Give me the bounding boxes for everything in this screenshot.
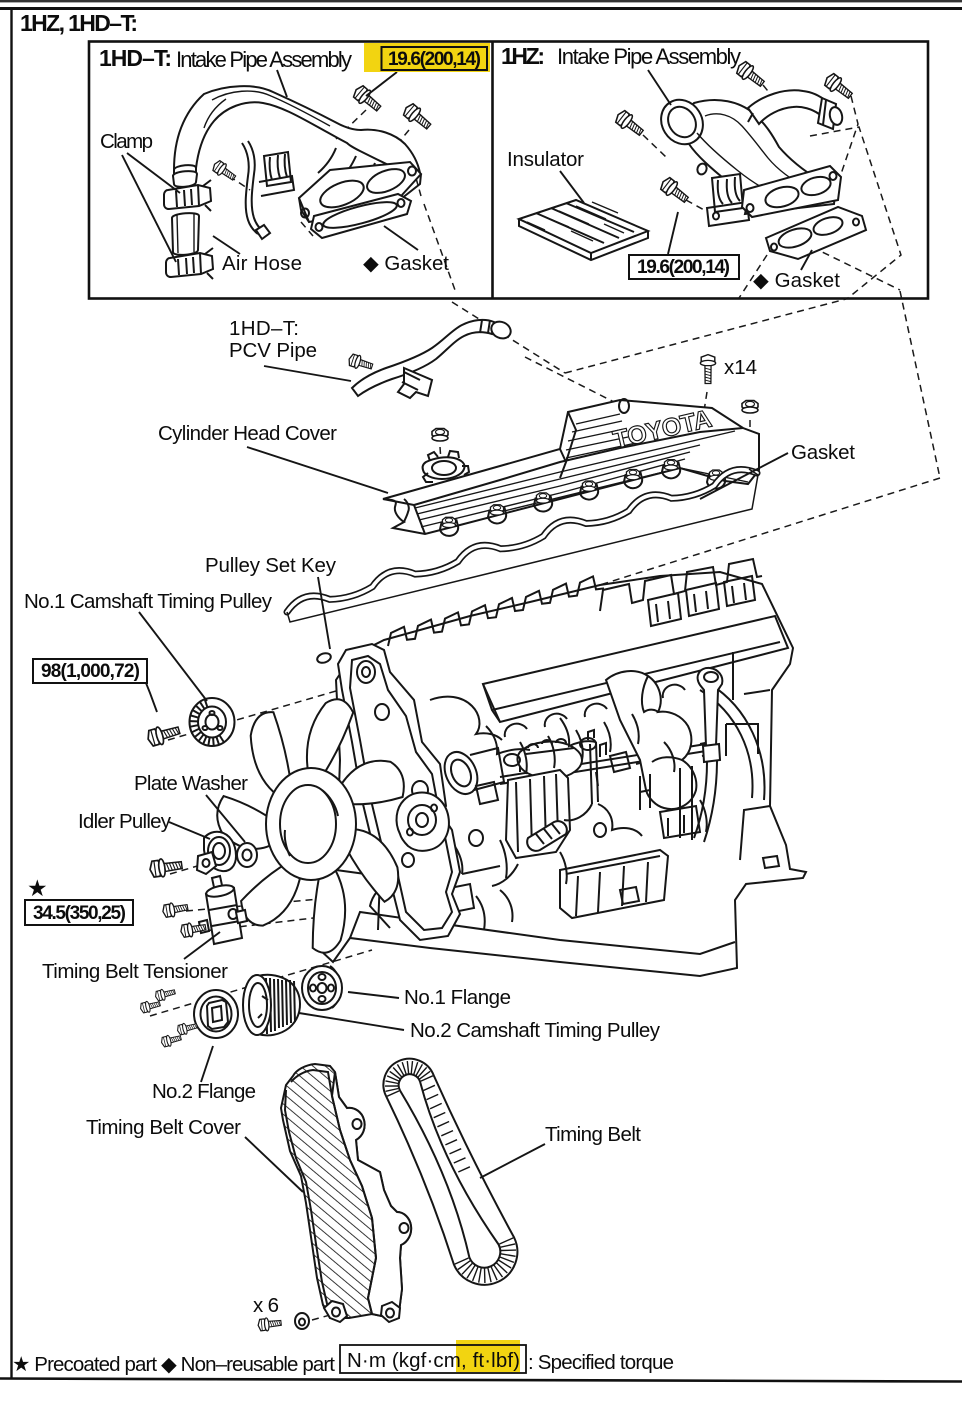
svg-text:Clamp: Clamp <box>100 130 153 153</box>
svg-text:19.6(200,14): 19.6(200,14) <box>637 257 730 278</box>
svg-text:No.1 Camshaft Timing Pulley: No.1 Camshaft Timing Pulley <box>24 590 273 613</box>
svg-text:Gasket: Gasket <box>791 441 855 464</box>
svg-text:No.2 Camshaft Timing Pulley: No.2 Camshaft Timing Pulley <box>410 1019 661 1042</box>
svg-text:Plate Washer: Plate Washer <box>134 772 248 795</box>
svg-text:Timing Belt Cover: Timing Belt Cover <box>86 1116 241 1139</box>
svg-text:Timing Belt: Timing Belt <box>545 1123 641 1146</box>
svg-text:◆ Gasket: ◆ Gasket <box>363 252 449 275</box>
svg-text:Intake Pipe Assembly: Intake Pipe Assembly <box>557 44 741 69</box>
svg-text:◆ Gasket: ◆ Gasket <box>753 269 840 292</box>
svg-text:1HZ, 1HD–T:: 1HZ, 1HD–T: <box>20 10 138 36</box>
svg-text:34.5(350,25): 34.5(350,25) <box>33 903 126 924</box>
svg-text:Intake Pipe Assembly: Intake Pipe Assembly <box>176 47 352 72</box>
svg-text:98(1,000,72): 98(1,000,72) <box>41 661 140 682</box>
svg-text:★: ★ <box>27 875 48 901</box>
svg-text:x14: x14 <box>724 356 757 379</box>
svg-text:Idler Pulley: Idler Pulley <box>78 810 172 833</box>
svg-text:1HD–T:: 1HD–T: <box>99 45 172 71</box>
svg-text:Air Hose: Air Hose <box>222 252 302 275</box>
svg-text:x6: x6 <box>253 1294 279 1317</box>
svg-text:No.1 Flange: No.1 Flange <box>404 986 511 1009</box>
svg-text:Cylinder Head Cover: Cylinder Head Cover <box>158 422 337 445</box>
svg-text:19.6(200,14): 19.6(200,14) <box>388 49 481 70</box>
svg-text:Timing Belt Tensioner: Timing Belt Tensioner <box>42 960 228 983</box>
svg-text:N·m (kgf·cm, ft·lbf): N·m (kgf·cm, ft·lbf) <box>347 1349 520 1372</box>
svg-text:Pulley Set Key: Pulley Set Key <box>205 554 337 577</box>
svg-text:1HZ:: 1HZ: <box>501 43 545 69</box>
svg-text:PCV Pipe: PCV Pipe <box>229 339 317 362</box>
svg-text:Insulator: Insulator <box>507 148 584 171</box>
svg-text:No.2 Flange: No.2 Flange <box>152 1080 256 1103</box>
svg-text:: Specified torque: : Specified torque <box>528 1351 674 1374</box>
svg-text:1HD–T:: 1HD–T: <box>229 317 299 340</box>
svg-text:★ Precoated part ◆ Non–reusabl: ★ Precoated part ◆ Non–reusable part <box>12 1353 335 1376</box>
